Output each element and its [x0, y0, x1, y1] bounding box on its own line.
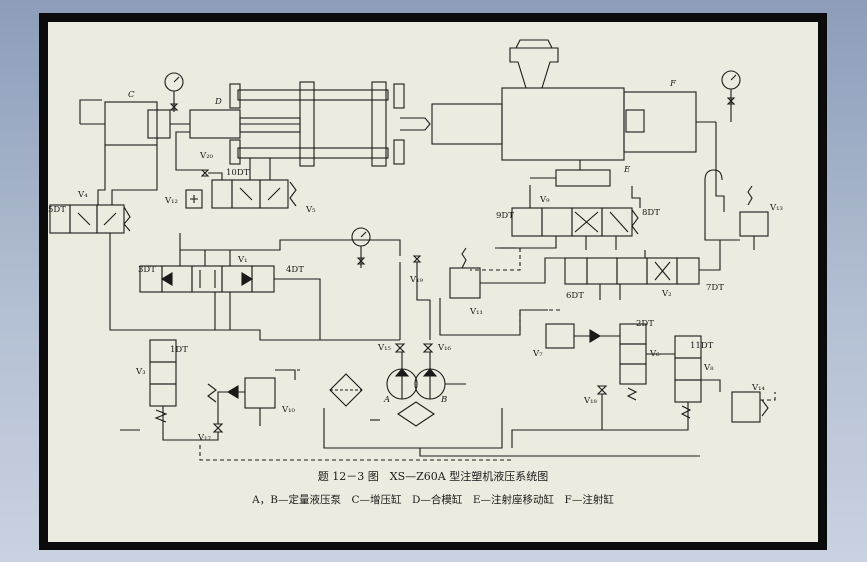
valve-v3 — [149, 339, 177, 423]
pilot-lines — [199, 248, 776, 461]
label-v14: V₁₄ — [751, 383, 766, 393]
label-5dt: 5DT — [48, 205, 66, 215]
label-v11: V₁₁ — [469, 307, 483, 317]
pressure-gauges — [164, 70, 741, 268]
label-e: E — [623, 165, 631, 175]
valve-v12-v20 — [185, 169, 210, 209]
label-10dt: 10DT — [226, 168, 250, 178]
figure-caption-title: 题 12－3 图 XS—Z60A 型注塑机液压系统图 — [317, 470, 549, 483]
figure-caption-legend: A，B—定量液压泵 C—增压缸 D—合模缸 E—注射座移动缸 F—注射缸 — [252, 494, 614, 506]
label-7dt: 7DT — [706, 283, 724, 293]
valve-v2 — [564, 257, 700, 285]
valve-v5 — [211, 179, 297, 209]
label-v4: V₄ — [77, 190, 88, 200]
label-v5: V₅ — [305, 205, 316, 215]
label-v20: V₂₀ — [199, 151, 214, 161]
label-3dt: 3DT — [138, 265, 156, 275]
clamp-unit — [80, 39, 723, 187]
pump-unit — [323, 368, 503, 449]
label-6dt: 6DT — [566, 291, 584, 301]
label-v13: V₁₃ — [769, 203, 783, 213]
label-v3: V₃ — [135, 367, 146, 377]
label-a: A — [383, 395, 390, 405]
valve-v13 — [739, 185, 769, 250]
valve-v9 — [511, 207, 639, 237]
label-v17: V₁₇ — [197, 433, 212, 443]
label-v1: V₁ — [237, 255, 248, 265]
label-v12: V₁₂ — [164, 196, 178, 206]
check-valves — [212, 343, 608, 433]
label-1dt: 1DT — [170, 345, 188, 355]
label-b: B — [440, 395, 447, 405]
label-v15: V₁₅ — [377, 343, 392, 353]
valve-v6 — [619, 323, 647, 401]
valve-v14 — [731, 391, 769, 423]
label-v8: V₈ — [703, 363, 714, 373]
label-4dt: 4DT — [286, 265, 304, 275]
valve-v1 — [139, 265, 275, 293]
label-9dt: 9DT — [496, 211, 514, 221]
valve-v19-v11 — [412, 247, 481, 299]
diagram-labels: C D E F A B V₄ V₂₀ V₁₂ 10DT V₅ 5DT V₉ 9D… — [48, 79, 783, 443]
label-c: C — [128, 90, 135, 100]
label-v10: V₁₀ — [281, 405, 296, 415]
label-v19: V₁₉ — [409, 275, 424, 285]
label-v9: V₉ — [539, 195, 550, 205]
pipelines — [79, 99, 740, 457]
label-f: F — [669, 79, 677, 89]
label-8dt: 8DT — [642, 208, 660, 218]
label-v7: V₇ — [532, 349, 543, 359]
label-v18: V₁₈ — [583, 396, 598, 406]
label-v16: V₁₆ — [437, 343, 452, 353]
label-d: D — [214, 97, 222, 107]
label-v2: V₂ — [661, 289, 672, 299]
label-2dt: 2DT — [636, 319, 654, 329]
label-v6: V₆ — [649, 349, 660, 359]
label-11dt: 11DT — [690, 341, 714, 351]
